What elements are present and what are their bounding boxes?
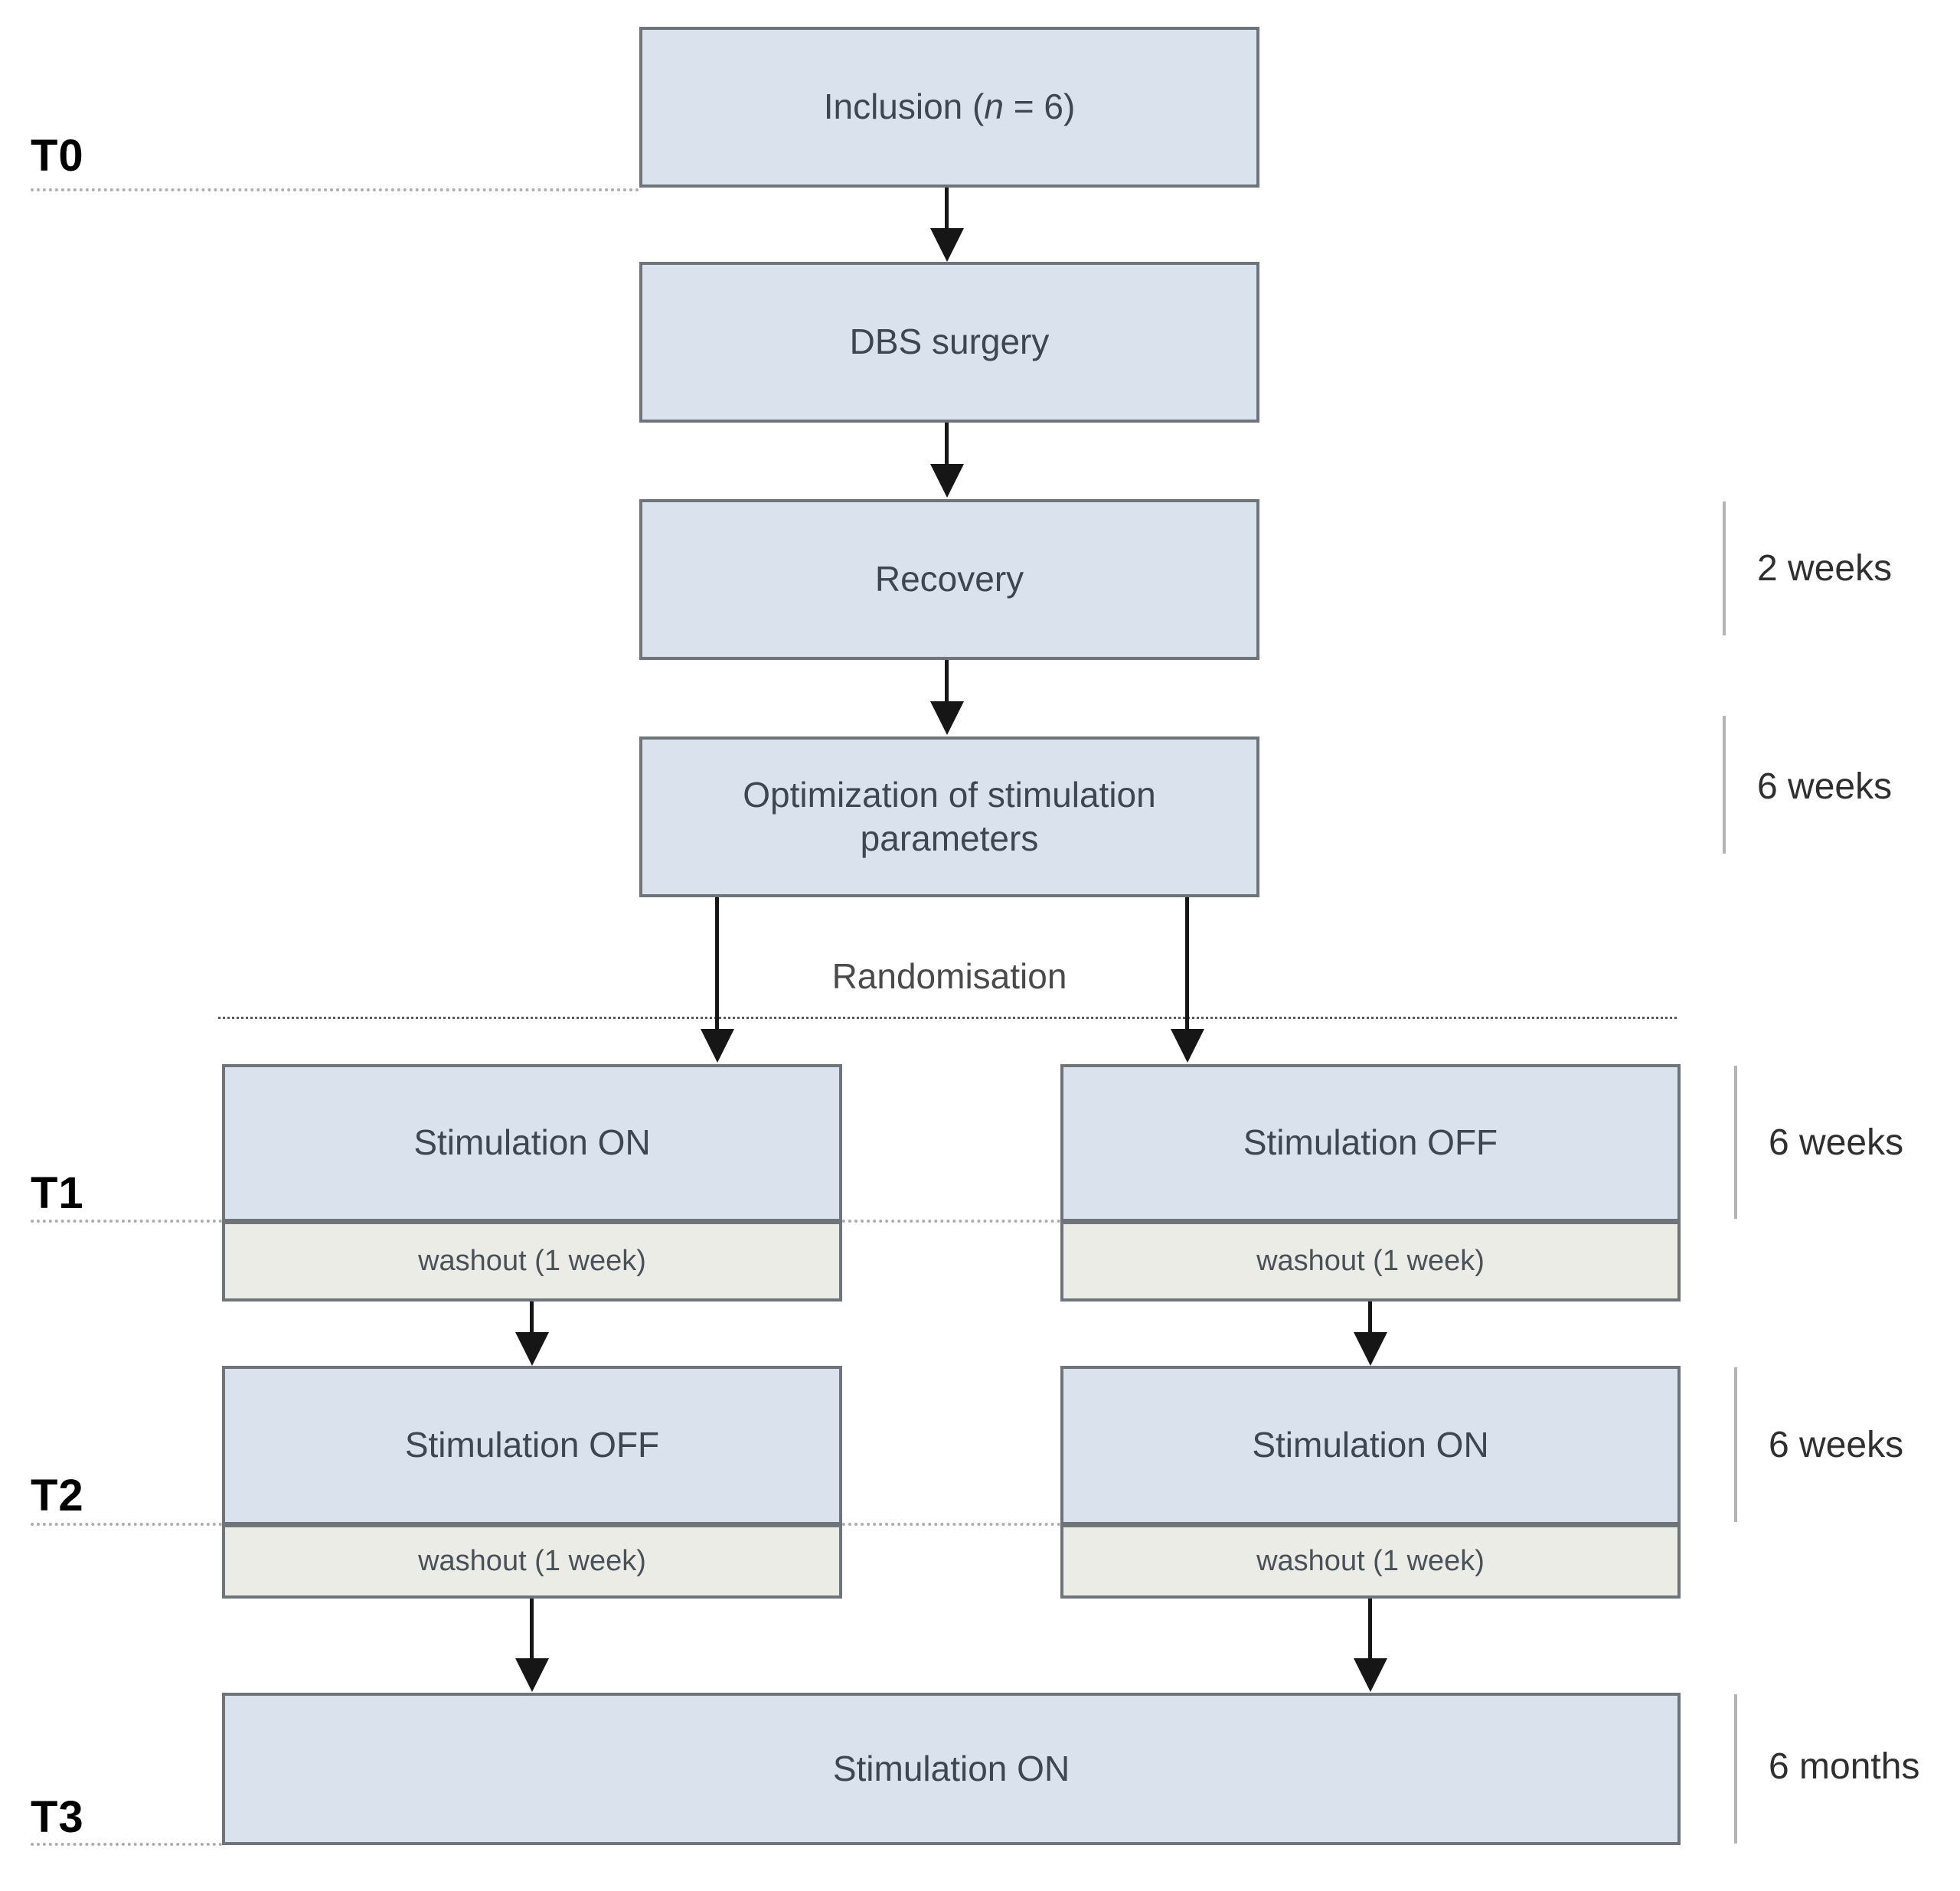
tick-phase1 — [1734, 1066, 1737, 1219]
arrow-randomisation-left-line — [715, 897, 719, 1030]
washout-t1-left-label: washout (1 week) — [418, 1245, 646, 1277]
randomisation-dotted-line — [218, 1017, 1677, 1019]
duration-phase1: 6 weeks — [1769, 1122, 1904, 1163]
t1-dotted-line-left — [31, 1220, 222, 1223]
randomisation-label: Randomisation — [831, 956, 1067, 996]
box-optimization-label: Optimization of stimulation parameters — [743, 774, 1156, 859]
arrow-randomisation-right-line — [1185, 897, 1189, 1030]
arrow-dbs-to-recovery-head — [930, 464, 964, 498]
box-dbs-surgery: DBS surgery — [639, 262, 1259, 423]
box-recovery: Recovery — [639, 499, 1259, 660]
box-t1-right-stimulation-off: Stimulation OFF — [1060, 1064, 1681, 1222]
arrow-recovery-to-optimization-line — [945, 660, 949, 703]
box-recovery-label: Recovery — [874, 559, 1024, 599]
washout-t2-right: washout (1 week) — [1060, 1525, 1681, 1599]
arrow-inclusion-to-dbs-head — [930, 228, 964, 262]
duration-phase2: 6 weeks — [1769, 1425, 1904, 1465]
box-inclusion: Inclusion (n = 6) — [639, 27, 1259, 188]
t2-dotted-line-middle — [842, 1523, 1060, 1526]
arrow-dbs-to-recovery-line — [945, 423, 949, 465]
box-optimization: Optimization of stimulation parameters — [639, 736, 1259, 897]
box-t3-label: Stimulation ON — [832, 1748, 1070, 1788]
box-t2-right-label: Stimulation ON — [1252, 1425, 1489, 1465]
box-t1-left-stimulation-on: Stimulation ON — [222, 1064, 842, 1222]
arrow-t2-right-to-t3-line — [1368, 1599, 1372, 1660]
box-t2-right-stimulation-on: Stimulation ON — [1060, 1366, 1681, 1525]
arrow-t2-left-to-t3-head — [515, 1658, 549, 1692]
box-dbs-surgery-label: DBS surgery — [849, 322, 1050, 362]
t1-dotted-line-middle — [842, 1220, 1060, 1223]
tick-optimization — [1723, 716, 1726, 854]
arrow-randomisation-right-head — [1171, 1029, 1204, 1063]
arrow-randomisation-left-head — [701, 1029, 734, 1063]
arrow-t1-left-to-t2-head — [515, 1332, 549, 1366]
washout-t1-right-label: washout (1 week) — [1256, 1245, 1485, 1277]
box-t2-left-stimulation-off: Stimulation OFF — [222, 1366, 842, 1525]
tick-phase2 — [1734, 1367, 1737, 1522]
arrow-t1-right-to-t2-line — [1368, 1301, 1372, 1334]
t3-dotted-line — [31, 1843, 222, 1846]
arrow-t2-right-to-t3-head — [1354, 1658, 1387, 1692]
arrow-recovery-to-optimization-head — [930, 701, 964, 735]
timepoint-label-t1: T1 — [31, 1168, 84, 1218]
tick-recovery — [1723, 501, 1726, 635]
t0-dotted-line — [31, 188, 639, 191]
washout-t1-left: washout (1 week) — [222, 1222, 842, 1301]
washout-t2-right-label: washout (1 week) — [1256, 1545, 1485, 1577]
box-t1-left-label: Stimulation ON — [413, 1122, 651, 1163]
box-t1-right-label: Stimulation OFF — [1243, 1122, 1498, 1163]
duration-recovery: 2 weeks — [1757, 548, 1893, 589]
tick-followup — [1734, 1694, 1737, 1844]
washout-t2-left-label: washout (1 week) — [418, 1545, 646, 1577]
box-inclusion-label: Inclusion (n = 6) — [823, 87, 1076, 127]
timepoint-label-t2: T2 — [31, 1471, 84, 1520]
t2-dotted-line-left — [31, 1523, 222, 1526]
timepoint-label-t3: T3 — [31, 1792, 84, 1842]
washout-t1-right: washout (1 week) — [1060, 1222, 1681, 1301]
box-t2-left-label: Stimulation OFF — [404, 1425, 660, 1465]
arrow-t1-left-to-t2-line — [530, 1301, 534, 1334]
arrow-t2-left-to-t3-line — [530, 1599, 534, 1660]
box-t3-stimulation-on: Stimulation ON — [222, 1693, 1681, 1845]
arrow-inclusion-to-dbs-line — [945, 188, 949, 230]
timepoint-label-t0: T0 — [31, 131, 84, 181]
washout-t2-left: washout (1 week) — [222, 1525, 842, 1599]
duration-followup: 6 months — [1769, 1746, 1920, 1787]
duration-optimization: 6 weeks — [1757, 766, 1893, 807]
arrow-t1-right-to-t2-head — [1354, 1332, 1387, 1366]
